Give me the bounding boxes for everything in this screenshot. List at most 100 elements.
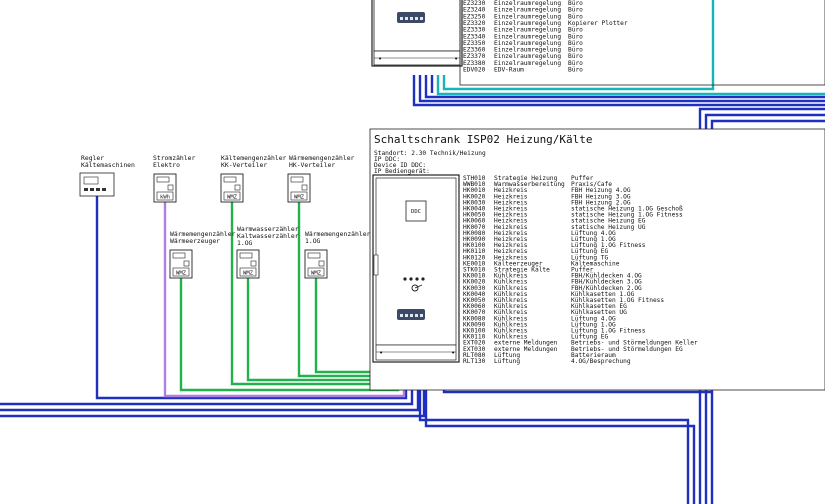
table-id-cell: KK0090 [463, 321, 486, 328]
table-id-cell: KK0040 [463, 291, 486, 298]
table-desc-cell: Büro [568, 13, 583, 20]
table-id-cell: HK0090 [463, 236, 486, 243]
table-type-cell: externe Meldungen [494, 346, 558, 353]
table-id-cell: KK0110 [463, 334, 486, 341]
table-id-cell: HK0030 [463, 199, 486, 206]
table-desc-cell: FBH Heizung 2.OG [571, 199, 631, 206]
table-id-cell: RLT130 [463, 358, 486, 365]
meter-unit: kWh [160, 195, 170, 201]
table-id-cell: HK0080 [463, 230, 486, 237]
ddc-controller: DDC [405, 200, 427, 222]
table-desc-cell: Lüftung TG [571, 254, 609, 261]
cabinet-title: Schaltschrank ISP02 Heizung/Kälte [374, 133, 593, 146]
table-id-cell: RLT080 [463, 352, 486, 359]
table-desc-cell: Kopierer Plotter [568, 20, 628, 27]
table-type-cell: Einzelraumregelung [494, 13, 561, 20]
device-stromzaehler: Stromzähler Elektro kWh [153, 154, 195, 203]
table-id-cell: EZ3370 [463, 53, 486, 60]
table-type-cell: externe Meldungen [494, 340, 558, 347]
table-type-cell: Kühlkreis [494, 334, 528, 341]
table-type-cell: Heizkreis [494, 242, 528, 249]
network-switch-icon [397, 12, 425, 23]
table-id-cell: HK0120 [463, 254, 486, 261]
device-warmwasserzaehler: Warmwasserzähler Kaltwasserzähler 1.OG W… [236, 225, 299, 279]
table-id-cell: EZ3250 [463, 13, 486, 20]
table-type-cell: Einzelraumregelung [494, 40, 561, 47]
table-type-cell: Einzelraumregelung [494, 7, 561, 14]
table-type-cell: Kühlkreis [494, 297, 528, 304]
table-type-cell: Kühlkreis [494, 321, 528, 328]
svg-text:•: • [451, 349, 455, 357]
table-desc-cell: 4.OG/Besprechung [571, 358, 631, 365]
table-type-cell: Einzelraumregelung [494, 53, 561, 60]
table-desc-cell: FBH/Kühldecken 3.OG [571, 279, 642, 286]
regler-label-1: Regler [81, 154, 104, 162]
table-id-cell: EZ3330 [463, 27, 486, 34]
meter-unit: WMZ [243, 271, 254, 277]
table-type-cell: Kühlkreis [494, 279, 528, 286]
table-type-cell: Kühlkreis [494, 328, 528, 335]
table-id-cell: EZ3350 [463, 40, 486, 47]
strom-label-1: Stromzähler [153, 154, 195, 162]
table-id-cell: KK0020 [463, 279, 486, 286]
table-id-cell: EDV020 [463, 67, 486, 74]
meter-unit: WMZ [227, 195, 238, 201]
control-knobs-icon [403, 277, 425, 292]
table-id-cell: EZ3340 [463, 33, 486, 40]
table-type-cell: Heizkreis [494, 218, 528, 225]
strom-label-2: Elektro [153, 161, 180, 169]
meter-icon: WMZ [287, 173, 311, 203]
table-id-cell: EZ3360 [463, 47, 486, 54]
table-desc-cell: Kühlkasetten UG [571, 309, 627, 316]
device-waermemengenzaehler-we: Wärmemengenzähler Wärmeerzeuger WMZ [169, 230, 236, 279]
table-id-cell: EZ3230 [463, 0, 486, 7]
table-desc-cell: FBH/Kühldecken 4.OG [571, 273, 642, 280]
table-desc-cell: statische Heizung 1.OG Geschoß [571, 206, 683, 213]
og-label-2: 1.OG [305, 237, 321, 245]
devices: Regler Kältemaschinen Stromzähler Elektr… [79, 154, 371, 279]
device-waermemengenzaehler-hk: Wärmemengenzähler HK-Verteiler WMZ [287, 154, 355, 203]
table-desc-cell: Lüftung EG [571, 334, 609, 341]
table-id-cell: HK0060 [463, 218, 486, 225]
table-type-cell: Warmwasserbereitung [494, 181, 565, 188]
table-desc-cell: Betriebs- und Störmeldungen Keller [571, 340, 698, 347]
table-desc-cell: Büro [568, 47, 583, 54]
main-cabinet: Schaltschrank ISP02 Heizung/Kälte Stando… [369, 128, 825, 391]
hk-label-2: HK-Verteiler [289, 161, 335, 169]
table-desc-cell: Büro [568, 27, 583, 34]
we-label-1: Wärmemengenzähler [170, 230, 236, 238]
table-desc-cell: Batterieraum [571, 352, 616, 359]
table-desc-cell: Büro [568, 33, 583, 40]
table-type-cell: Einzelraumregelung [494, 0, 561, 7]
table-id-cell: EZ3380 [463, 60, 486, 67]
ddc-label: DDC [411, 209, 421, 215]
table-type-cell: Einzelraumregelung [494, 33, 561, 40]
table-desc-cell: FBH Heizung 4.OG [571, 187, 631, 194]
table-type-cell: EDV-Raum [494, 67, 524, 74]
table-id-cell: KK0100 [463, 328, 486, 335]
table-desc-cell: Kühlkasetten EG [571, 303, 627, 310]
table-desc-cell: statische Heizung 1.OG Fitness [571, 212, 683, 219]
table-id-cell: EXT020 [463, 340, 486, 347]
table-desc-cell: Puffer [571, 175, 594, 182]
table-type-cell: Heizkreis [494, 236, 528, 243]
table-type-cell: Einzelraumregelung [494, 47, 561, 54]
table-desc-cell: Büro [568, 0, 583, 7]
meter-icon: WMZ [236, 249, 260, 279]
table-desc-cell: Lüftung 1.OG [571, 321, 616, 328]
regler-label-2: Kältemaschinen [81, 161, 135, 169]
table-type-cell: Kühlkreis [494, 309, 528, 316]
kk-label-2: KK-Verteiler [221, 161, 267, 169]
table-desc-cell: Lüftung 1.OG Fitness [571, 242, 646, 249]
svg-text:•: • [379, 349, 383, 357]
cabinet-ip-ddc: IP DDC: [374, 156, 400, 163]
table-desc-cell: FBH Heizung 3.OG [571, 193, 631, 200]
table-id-cell: WWB010 [463, 181, 486, 188]
table-id-cell: HK0020 [463, 193, 486, 200]
table-id-cell: KK0030 [463, 285, 486, 292]
table-type-cell: Heizkreis [494, 206, 528, 213]
table-desc-cell: Praxis/Cafe [571, 181, 612, 188]
table-id-cell: STK010 [463, 267, 486, 274]
table-desc-cell: Büro [568, 53, 583, 60]
table-desc-cell: Büro [568, 67, 583, 74]
